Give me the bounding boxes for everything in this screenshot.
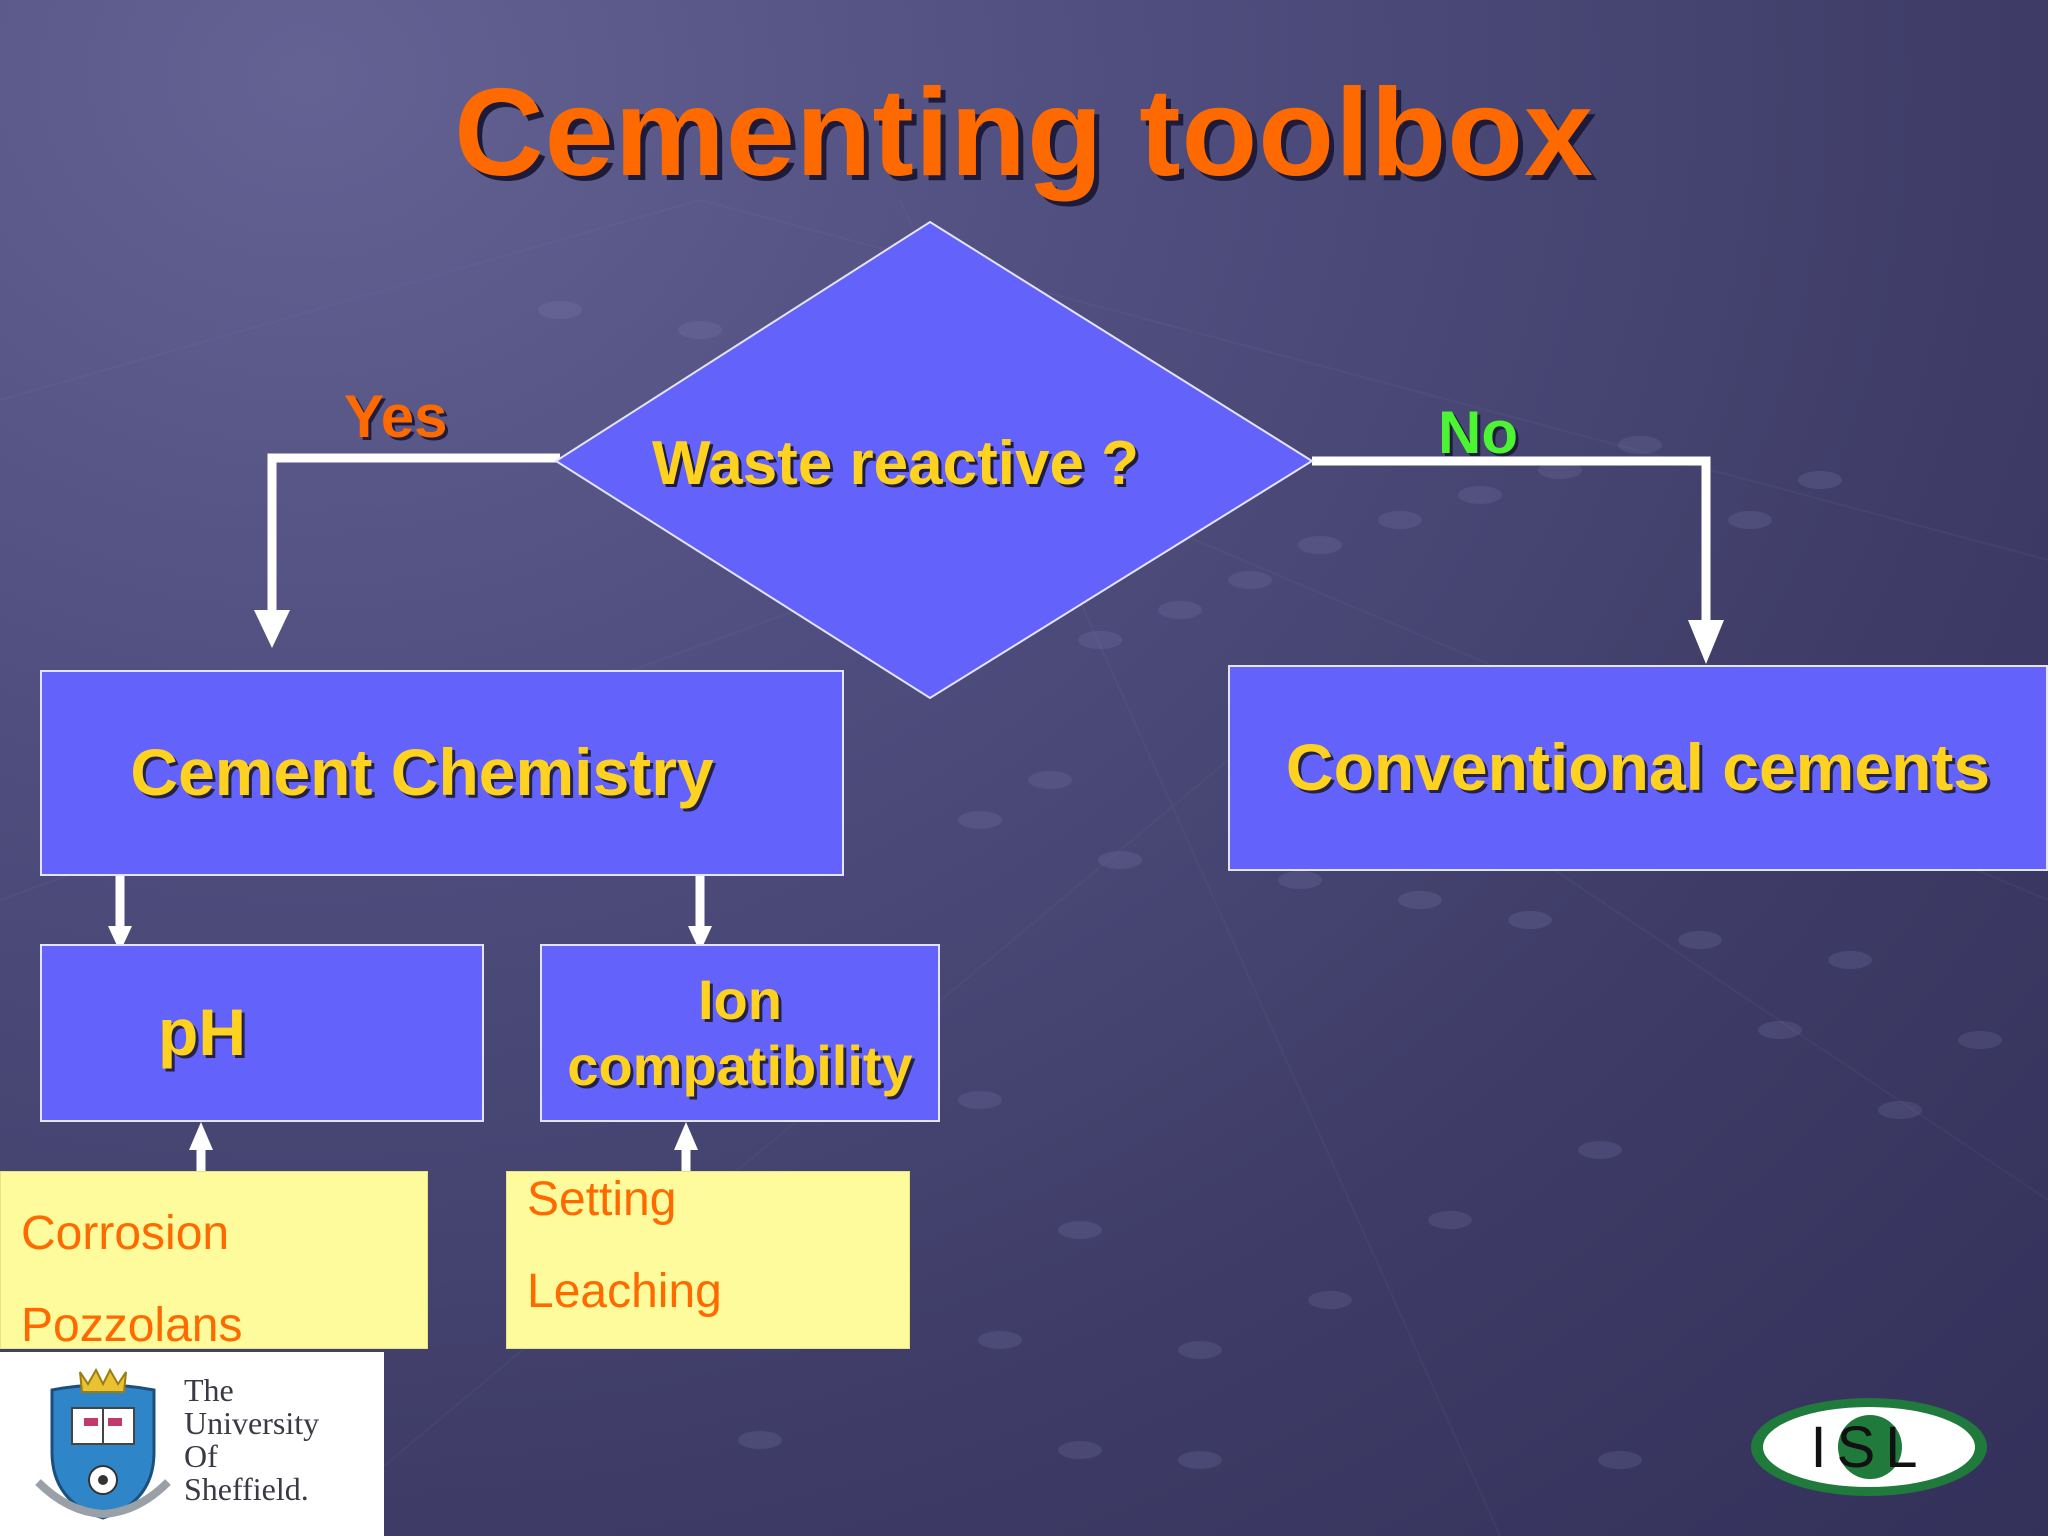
ph-notes-box: Corrosion Pozzolans [0, 1171, 428, 1352]
ion-compatibility-line2: compatibility [567, 1034, 913, 1097]
ion-compatibility-box: Ion compatibility [540, 944, 940, 1122]
note-pozzolans: Pozzolans [21, 1299, 243, 1352]
note-leaching: Leaching [527, 1265, 722, 1318]
yes-label: Yes [344, 383, 448, 450]
university-crest-icon [35, 1367, 171, 1520]
ion-compatibility-label: Ion compatibility [567, 967, 912, 1099]
ph-label: pH [158, 995, 246, 1070]
no-connector [1312, 456, 1711, 624]
no-label: No [1438, 399, 1518, 466]
ion-compatibility-line1: Ion [698, 968, 782, 1031]
ph-up-arrowhead [189, 1122, 213, 1150]
ion-up-arrowhead [674, 1122, 698, 1150]
ion-arrowhead [688, 926, 712, 952]
cement-chemistry-box: Cement Chemistry [40, 670, 844, 876]
university-line-3: Of [184, 1438, 218, 1474]
isl-logo-icon: ISL [1751, 1398, 1987, 1496]
university-name: The University Of Sheffield. [184, 1374, 319, 1506]
note-corrosion: Corrosion [21, 1207, 230, 1260]
yes-connector [267, 453, 560, 614]
ion-notes-box: Setting Leaching [506, 1171, 910, 1349]
conventional-cements-label: Conventional cements [1285, 730, 1991, 805]
arrowheads [108, 610, 1724, 1150]
ph-box: pH [40, 944, 484, 1122]
university-logo: The University Of Sheffield. [0, 1352, 384, 1536]
conventional-cements-box: Conventional cements [1228, 665, 2048, 871]
ph-arrowhead [108, 926, 132, 952]
university-line-4: Sheffield. [184, 1471, 309, 1507]
university-line-2: University [184, 1405, 320, 1441]
cement-chemistry-label: Cement Chemistry [130, 735, 714, 810]
university-line-1: The [184, 1372, 234, 1408]
yes-arrowhead [254, 610, 290, 648]
isl-logo-text: ISL [1810, 1415, 1927, 1480]
decision-diamond [554, 220, 1314, 700]
no-arrowhead [1688, 620, 1724, 664]
decision-text: Waste reactive ? [652, 429, 1140, 498]
slide-title: Cementing toolbox [454, 64, 1594, 202]
note-setting: Setting [527, 1173, 677, 1226]
